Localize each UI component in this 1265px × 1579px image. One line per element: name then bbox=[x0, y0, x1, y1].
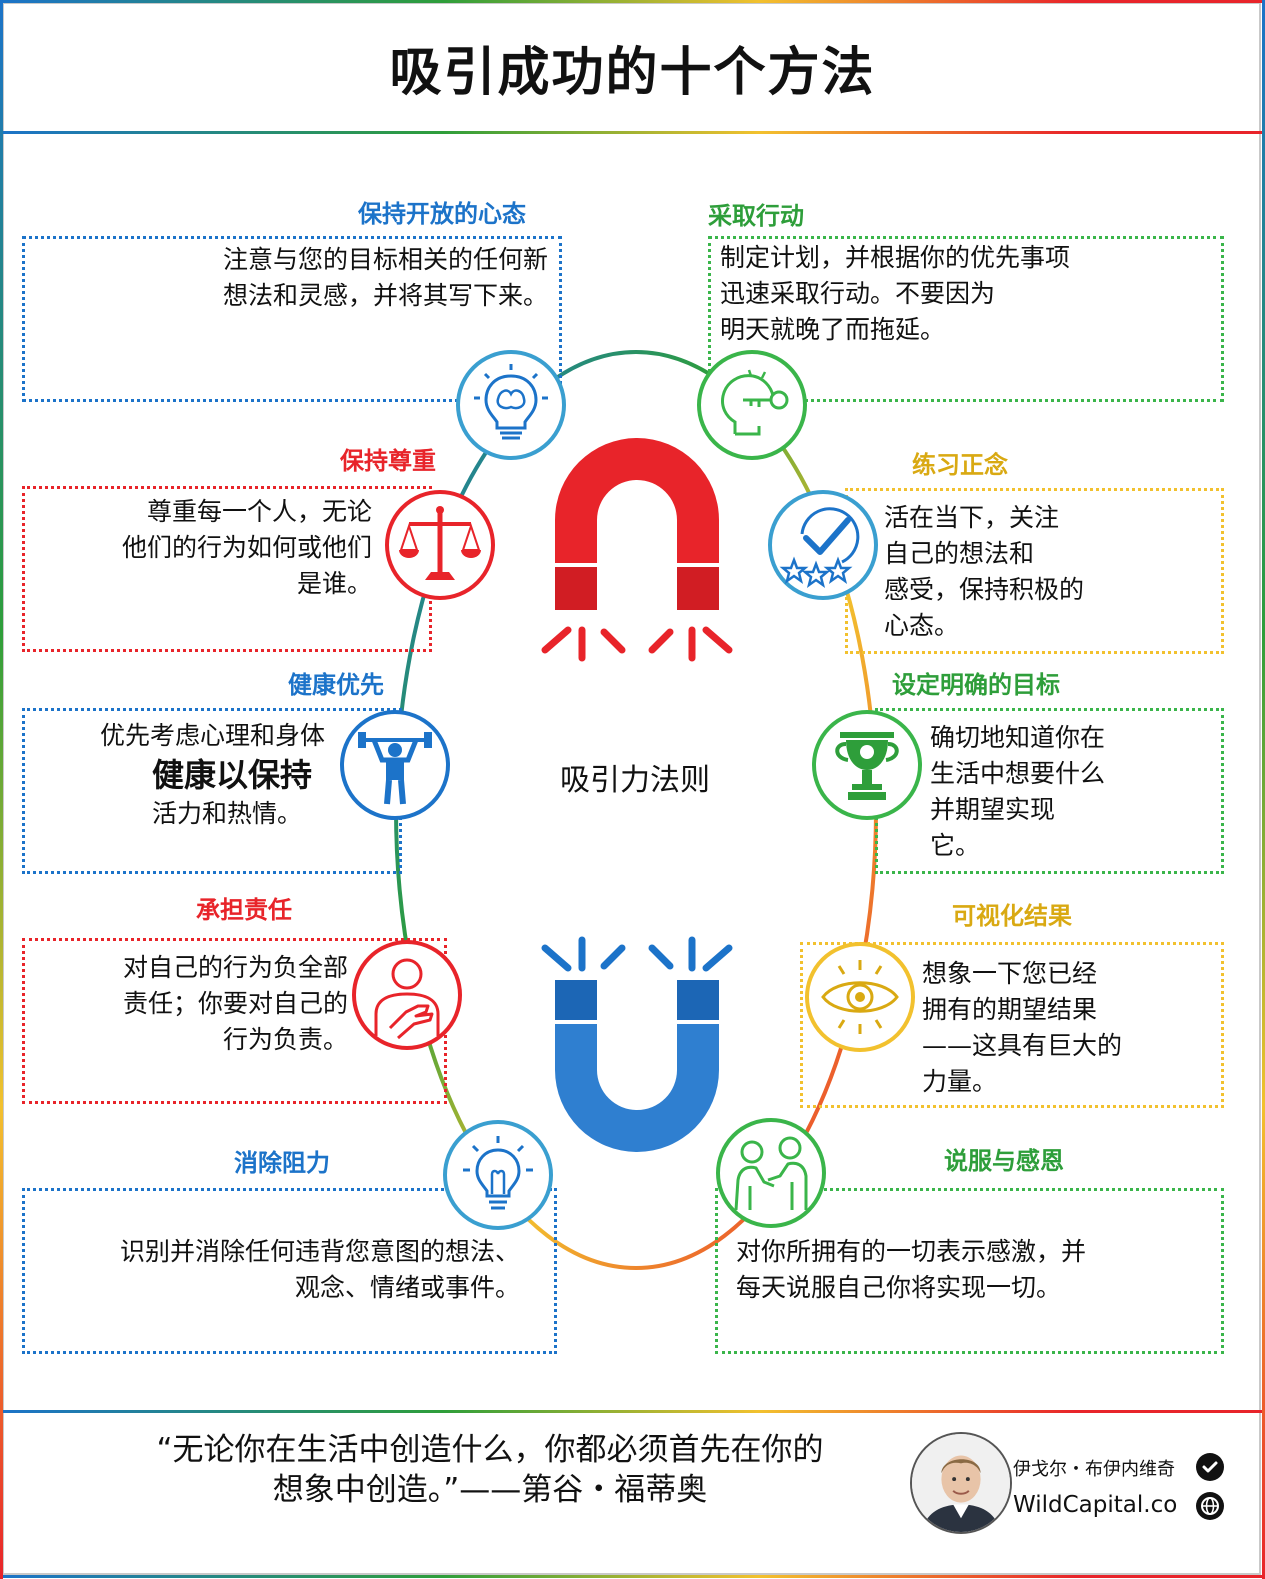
box-remove-resistance bbox=[22, 1188, 557, 1354]
text-visualize: 想象一下您已经 拥有的期望结果 ——这具有巨大的 力量。 bbox=[922, 959, 1123, 1096]
weightlifter-icon bbox=[340, 710, 450, 820]
heading-health: 健康优先 bbox=[288, 671, 384, 699]
top-accent-line bbox=[0, 0, 1265, 3]
footer-divider bbox=[0, 1410, 1265, 1413]
people-talking-icon bbox=[716, 1118, 826, 1228]
hand-on-heart-icon bbox=[352, 940, 462, 1050]
brain-bulb-icon bbox=[456, 350, 566, 460]
text-gratitude: 对你所拥有的一切表示感激，并 每天说服自己你将实现一切。 bbox=[736, 1237, 1087, 1302]
text-respect: 尊重每一个人，无论 他们的行为如何或他们 是谁。 bbox=[121, 497, 372, 598]
heading-remove-resistance: 消除阻力 bbox=[234, 1149, 330, 1177]
text-mindfulness: 活在当下，关注 自己的想法和 感受，保持积极的 心态。 bbox=[884, 503, 1085, 640]
title-divider bbox=[0, 131, 1265, 134]
heading-mindfulness: 练习正念 bbox=[912, 451, 1008, 479]
heading-responsibility: 承担责任 bbox=[196, 896, 292, 924]
text-open-mind: 注意与您的目标相关的任何新 想法和灵感，并将其写下来。 bbox=[222, 245, 548, 310]
heading-open-mind: 保持开放的心态 bbox=[358, 200, 526, 228]
heading-respect: 保持尊重 bbox=[340, 447, 436, 475]
check-stars-icon bbox=[768, 490, 878, 600]
heading-clear-goals: 设定明确的目标 bbox=[892, 671, 1060, 699]
bottom-accent-line bbox=[0, 1575, 1265, 1578]
verified-icon bbox=[1196, 1453, 1224, 1481]
red-magnet-icon bbox=[541, 438, 733, 662]
avatar bbox=[910, 1432, 1012, 1534]
scales-icon bbox=[385, 490, 495, 600]
blue-magnet-icon bbox=[541, 936, 733, 1152]
text-clear-goals: 确切地知道你在 生活中想要什么 并期望实现 它。 bbox=[930, 723, 1106, 860]
author-name: 伊戈尔・布伊内维奇 bbox=[1013, 1459, 1175, 1480]
quote-line-1: “无论你在生活中创造什么，你都必须首先在你的 bbox=[156, 1432, 824, 1468]
box-open-mind bbox=[22, 236, 562, 402]
heading-gratitude: 说服与感恩 bbox=[944, 1147, 1064, 1175]
globe-icon[interactable] bbox=[1196, 1492, 1224, 1520]
page-title: 吸引成功的十个方法 bbox=[389, 43, 876, 103]
trophy-icon bbox=[812, 710, 922, 820]
heading-take-action: 采取行动 bbox=[708, 202, 804, 230]
quote-line-2: 想象中创造。”——第谷・福蒂奥 bbox=[272, 1472, 708, 1508]
center-label: 吸引力法则 bbox=[560, 763, 710, 798]
eye-icon bbox=[805, 942, 915, 1052]
text-health: 优先考虑心理和身体 健康以保持 活力和热情。 bbox=[100, 721, 326, 828]
quote: “无论你在生活中创造什么，你都必须首先在你的 想象中创造。”——第谷・福蒂奥 bbox=[80, 1430, 900, 1510]
text-take-action: 制定计划，并根据你的优先事项 迅速采取行动。不要因为 明天就晚了而拖延。 bbox=[720, 243, 1071, 344]
box-gratitude bbox=[715, 1188, 1224, 1354]
author-site[interactable]: WildCapital.co bbox=[1013, 1492, 1178, 1518]
text-responsibility: 对自己的行为负全部 责任；你要对自己的 行为负责。 bbox=[122, 953, 348, 1054]
lightbulb-icon bbox=[443, 1120, 553, 1230]
box-visualize bbox=[800, 942, 1224, 1108]
right-accent-line bbox=[1262, 0, 1265, 1579]
left-accent-line bbox=[0, 0, 3, 1579]
text-remove-resistance: 识别并消除任何违背您意图的想法、 观念、情绪或事件。 bbox=[119, 1237, 520, 1302]
heading-visualize: 可视化结果 bbox=[952, 902, 1072, 930]
head-key-icon bbox=[697, 350, 807, 460]
box-take-action bbox=[708, 236, 1224, 402]
